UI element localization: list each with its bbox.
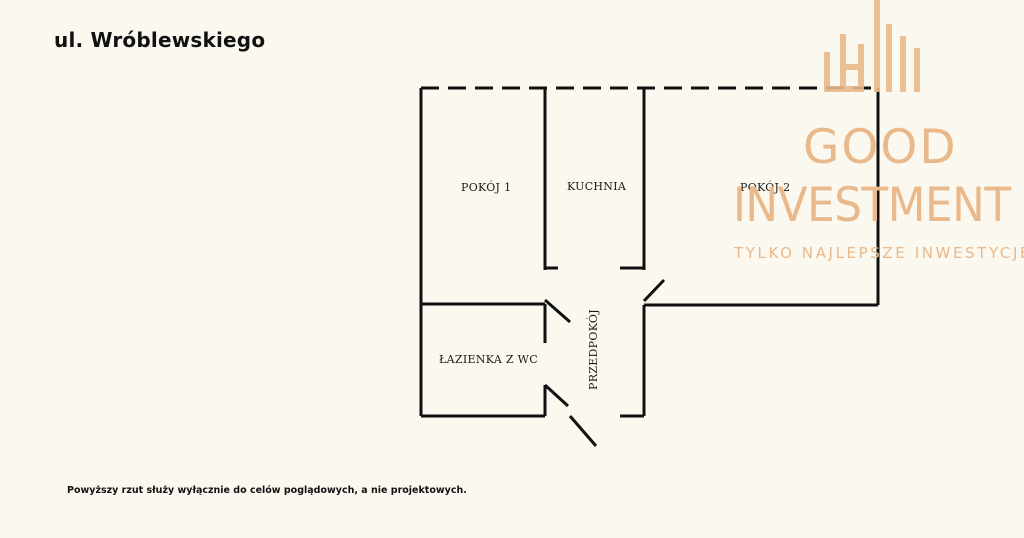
room-label-pokoj1: POKÓJ 1 [461, 180, 511, 194]
room-label-pokoj2: POKÓJ 2 [740, 180, 790, 194]
door-lazienka [543, 383, 570, 408]
room-label-kuchnia: KUCHNIA [567, 180, 627, 193]
door-entrance [568, 415, 598, 447]
room-label-przedpokoj: PRZEDPOKÓJ [586, 309, 600, 390]
room-label-lazienka: ŁAZIENKA Z WC [439, 353, 538, 366]
building-bars-icon [824, 0, 920, 92]
street-title: ul. Wróblewskiego [54, 28, 266, 52]
logo-text-investment: INVESTMENT [733, 178, 1011, 233]
logo-tagline: TYLKO NAJLEPSZE INWESTYCJE [734, 244, 1024, 262]
logo-text-good: GOOD [803, 120, 958, 175]
door-pokoj2 [642, 278, 666, 303]
door-pokoj1 [544, 298, 571, 324]
disclaimer-text: Powyższy rzut służy wyłącznie do celów p… [67, 485, 467, 496]
